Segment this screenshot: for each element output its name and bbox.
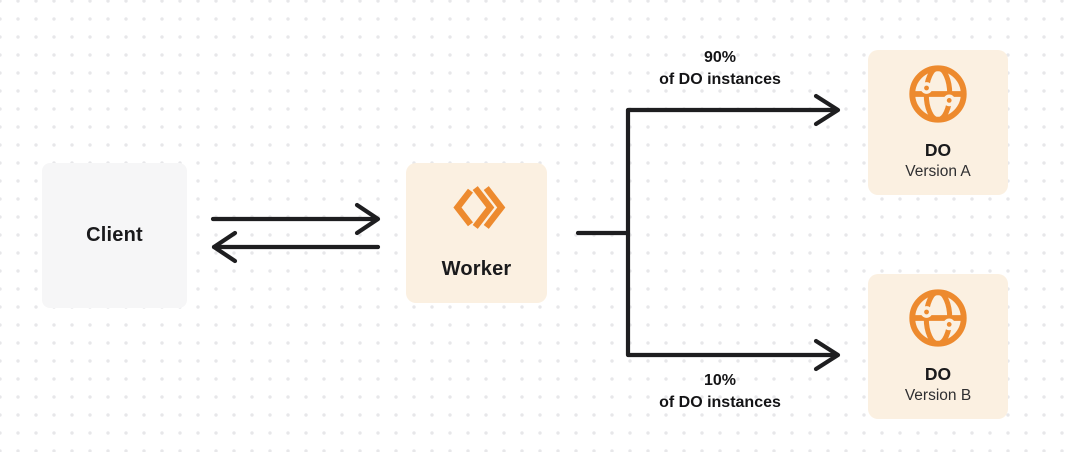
- client-to-worker-arrow: [210, 202, 381, 236]
- do-b-title: DO: [924, 364, 952, 384]
- edge-percent: 10%: [703, 372, 737, 389]
- edge-label-10-percent: 10% of DO instances: [610, 370, 830, 414]
- edge-percent: 90%: [703, 49, 737, 66]
- cloudflare-workers-icon: [445, 179, 509, 236]
- edge-caption: of DO instances: [659, 394, 781, 411]
- do-b-subtitle: Version B: [904, 387, 972, 404]
- worker-label: Worker: [441, 258, 512, 280]
- worker-node: Worker: [406, 163, 547, 303]
- do-version-a-node: DO Version A: [868, 50, 1008, 195]
- split-branch-arrows: [625, 93, 841, 372]
- globe-icon: [906, 286, 970, 350]
- globe-icon: [906, 62, 970, 126]
- edge-caption: of DO instances: [659, 71, 781, 88]
- client-label: Client: [86, 224, 143, 246]
- client-node: Client: [42, 163, 187, 308]
- do-version-b-node: DO Version B: [868, 274, 1008, 419]
- do-a-title: DO: [924, 140, 952, 160]
- worker-to-client-arrow: [211, 230, 381, 264]
- edge-label-90-percent: 90% of DO instances: [610, 47, 830, 91]
- do-a-subtitle: Version A: [905, 163, 971, 180]
